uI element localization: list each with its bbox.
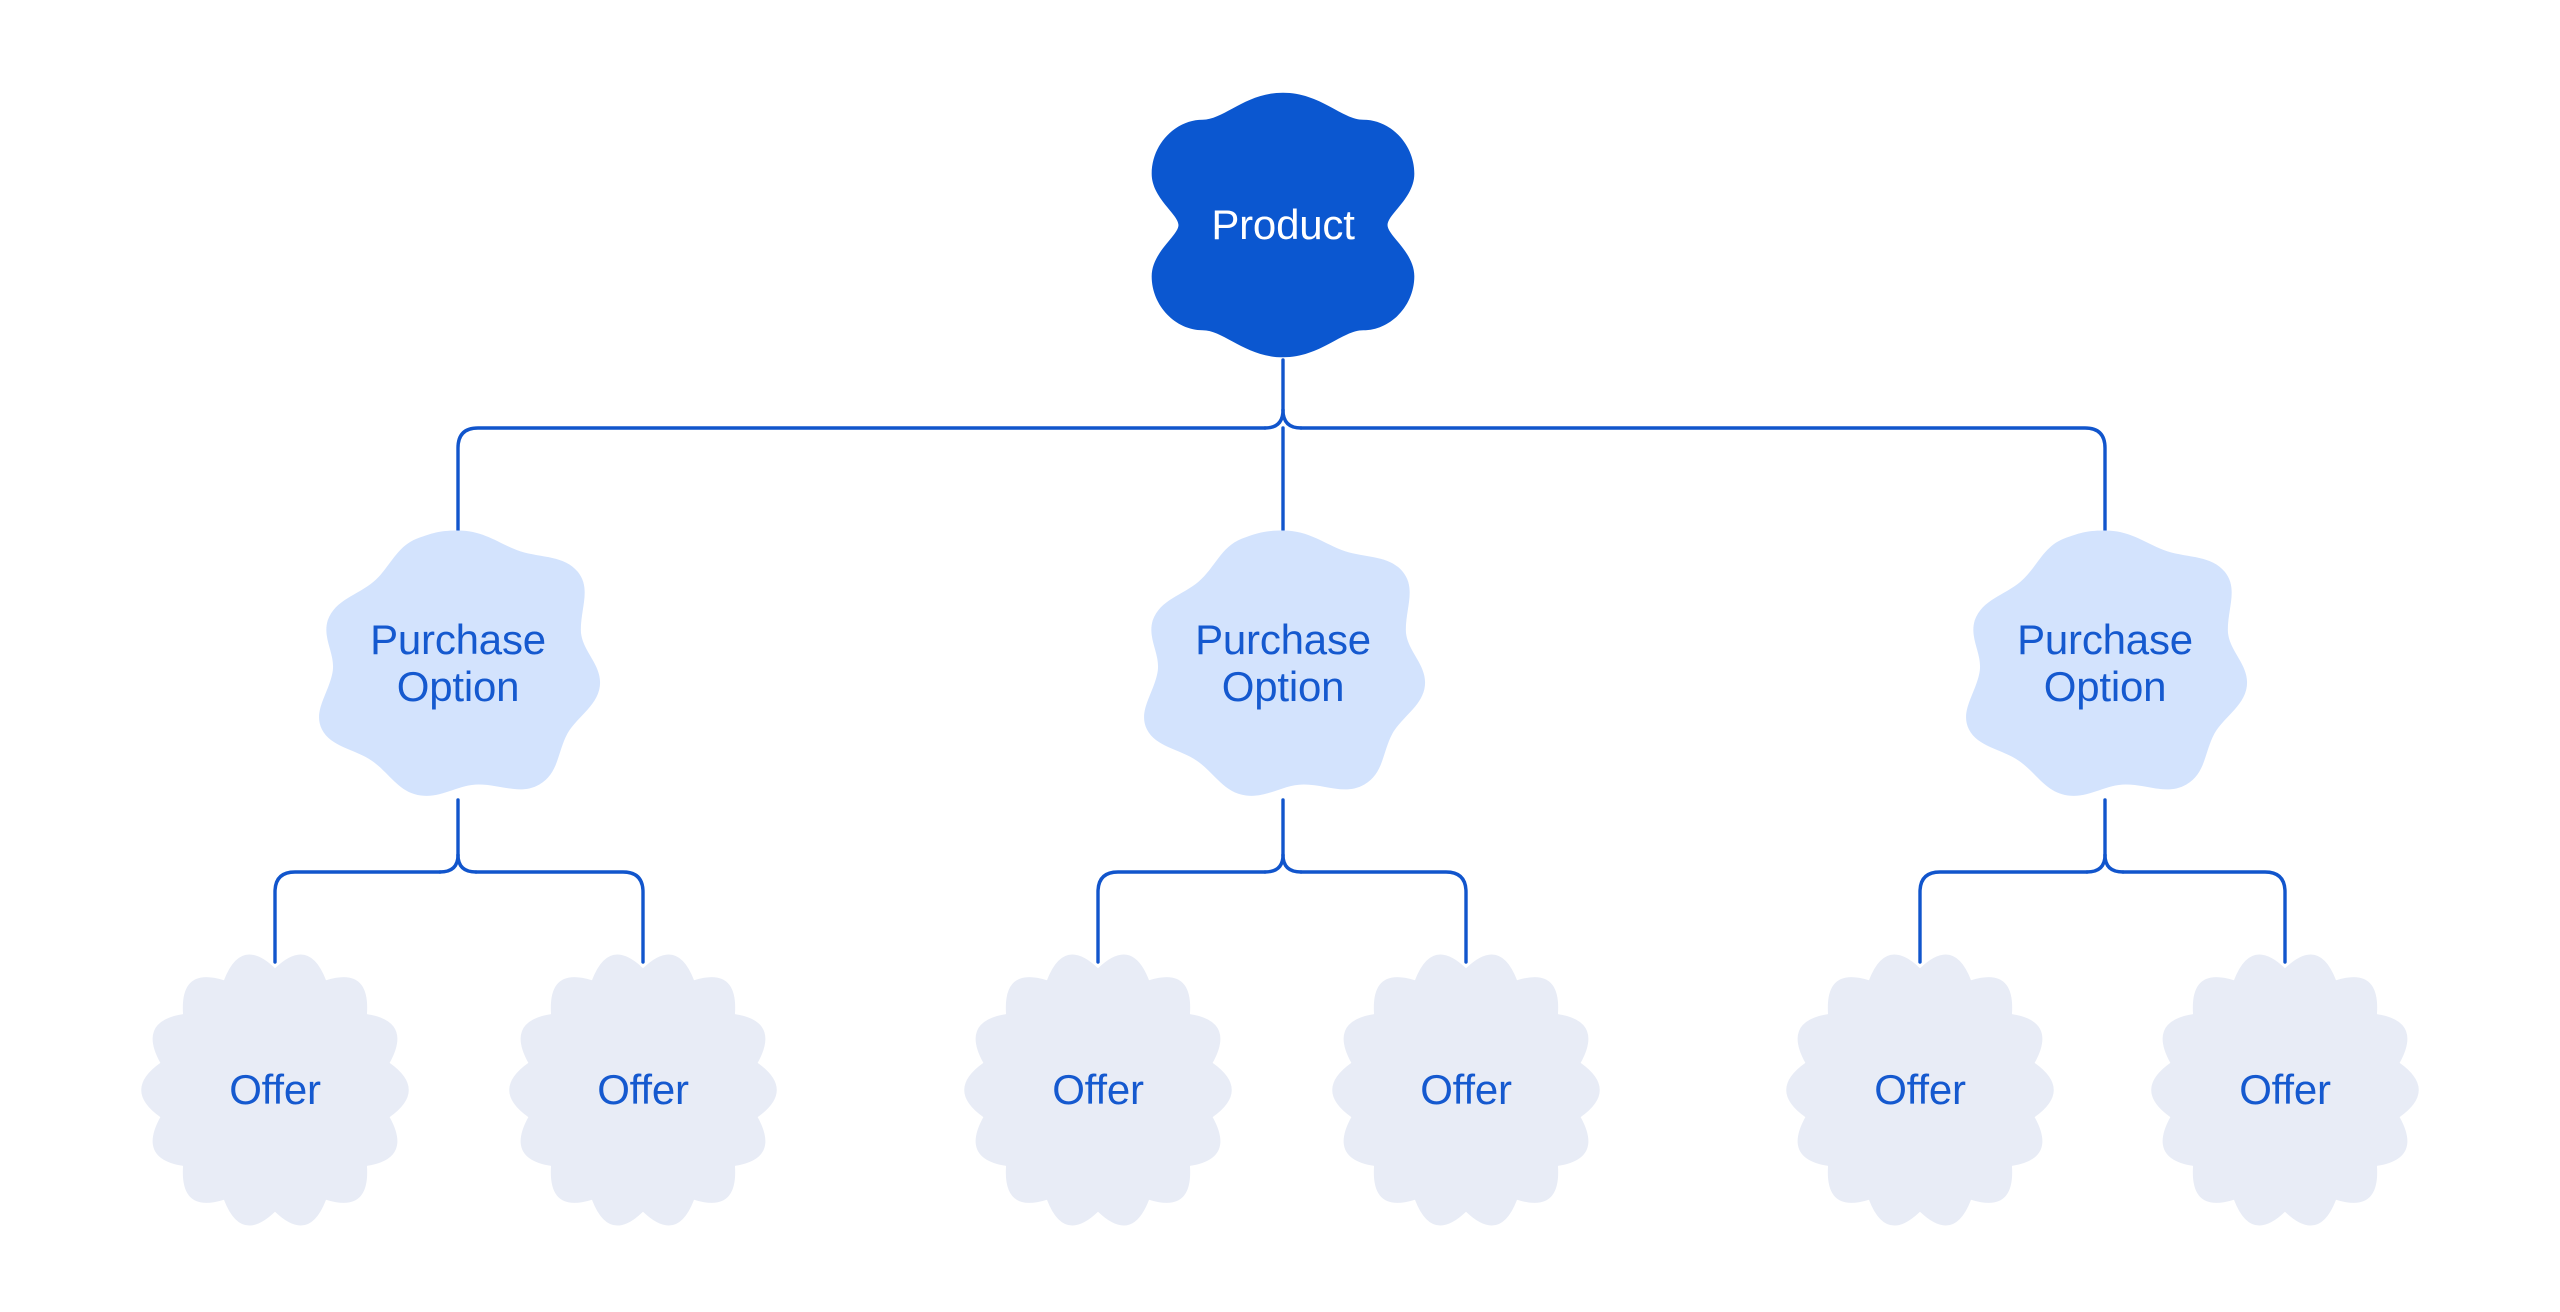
- purchase-option-flower-path: [1144, 530, 1426, 796]
- node-offer-2-label: Offer: [597, 1066, 689, 1114]
- edge-po3-to-offer5: [1918, 870, 2089, 964]
- offer-scallop-shape: [1786, 954, 2054, 1226]
- offer-scallop-path: [1332, 954, 1600, 1226]
- edge-po3-fillet-left: [2085, 853, 2107, 874]
- offer-scallop-shape: [2151, 954, 2419, 1226]
- node-offer-3[interactable]: Offer: [958, 945, 1238, 1235]
- node-offer-1-label: Offer: [229, 1066, 321, 1114]
- purchase-option-flower-shape: [319, 530, 601, 796]
- product-blob-path: [1151, 92, 1415, 358]
- offer-scallop-shape: [141, 954, 409, 1226]
- node-offer-4[interactable]: Offer: [1326, 945, 1606, 1235]
- node-offer-2[interactable]: Offer: [503, 945, 783, 1235]
- edge-product-bus-fillet-left: [1263, 408, 1285, 430]
- node-purchase-option-3-label: Purchase Option: [2017, 615, 2193, 710]
- node-purchase-option-2[interactable]: Purchase Option: [1135, 525, 1431, 801]
- edge-po3-to-offer6: [2121, 870, 2287, 964]
- node-offer-1[interactable]: Offer: [135, 945, 415, 1235]
- purchase-option-flower-shape: [1144, 530, 1426, 796]
- node-product-label: Product: [1211, 201, 1355, 249]
- node-purchase-option-2-label: Purchase Option: [1195, 615, 1371, 710]
- edge-po1-to-offer1: [273, 870, 442, 964]
- edge-po2-to-offer4: [1299, 870, 1468, 964]
- edge-bus-right: [1299, 426, 2107, 532]
- offer-scallop-path: [1786, 954, 2054, 1226]
- product-blob-shape: [1151, 92, 1415, 358]
- node-offer-6-label: Offer: [2239, 1066, 2331, 1114]
- node-purchase-option-1[interactable]: Purchase Option: [310, 525, 606, 801]
- purchase-option-flower-path: [319, 530, 601, 796]
- offer-scallop-path: [964, 954, 1232, 1226]
- node-offer-5-label: Offer: [1874, 1066, 1966, 1114]
- offer-scallop-shape: [964, 954, 1232, 1226]
- edge-po1-fillet-right: [456, 853, 478, 874]
- node-purchase-option-3[interactable]: Purchase Option: [1957, 525, 2253, 801]
- edge-po1-to-offer2: [474, 870, 645, 964]
- purchase-option-flower-path: [1966, 530, 2248, 796]
- node-offer-4-label: Offer: [1420, 1066, 1512, 1114]
- offer-scallop-path: [2151, 954, 2419, 1226]
- edge-po3-fillet-right: [2103, 853, 2125, 874]
- edge-po2-fillet-right: [1281, 853, 1303, 874]
- offer-scallop-shape: [1332, 954, 1600, 1226]
- node-purchase-option-1-label: Purchase Option: [370, 615, 546, 710]
- node-offer-5[interactable]: Offer: [1780, 945, 2060, 1235]
- edge-product-bus-fillet-right: [1281, 408, 1303, 430]
- edge-po2-fillet-left: [1263, 853, 1285, 874]
- offer-scallop-shape: [509, 954, 777, 1226]
- purchase-option-flower-shape: [1966, 530, 2248, 796]
- offer-scallop-path: [509, 954, 777, 1226]
- edge-po2-to-offer3: [1096, 870, 1267, 964]
- edge-po1-fillet-left: [438, 853, 460, 874]
- offer-scallop-path: [141, 954, 409, 1226]
- node-offer-3-label: Offer: [1052, 1066, 1144, 1114]
- node-product[interactable]: Product: [1149, 90, 1417, 360]
- edge-bus-left: [456, 426, 1267, 532]
- node-offer-6[interactable]: Offer: [2145, 945, 2425, 1235]
